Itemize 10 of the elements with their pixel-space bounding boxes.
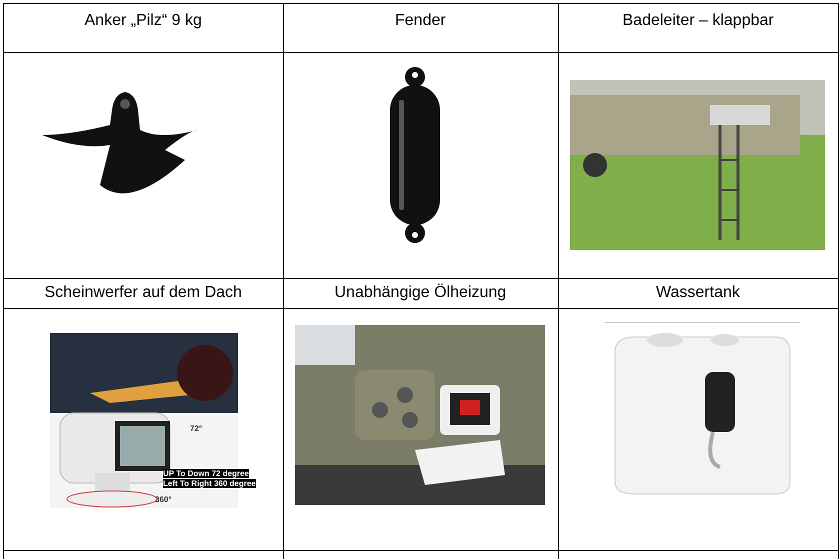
column-heading: Fender: [395, 12, 446, 30]
photo-caption: UP To Down 72 degree: [163, 469, 249, 478]
column-heading: Badeleiter – klappbar: [622, 12, 774, 30]
angle-label: 72°: [190, 424, 202, 433]
column-heading: Wassertank: [656, 284, 740, 302]
column-heading: Anker „Pilz“ 9 kg: [84, 12, 202, 30]
column-heading: Unabhängige Ölheizung: [334, 284, 506, 302]
column-heading: Scheinwerfer auf dem Dach: [44, 284, 242, 302]
photo-caption: Left To Right 360 degree: [163, 479, 256, 488]
angle-label: 360°: [155, 495, 172, 504]
